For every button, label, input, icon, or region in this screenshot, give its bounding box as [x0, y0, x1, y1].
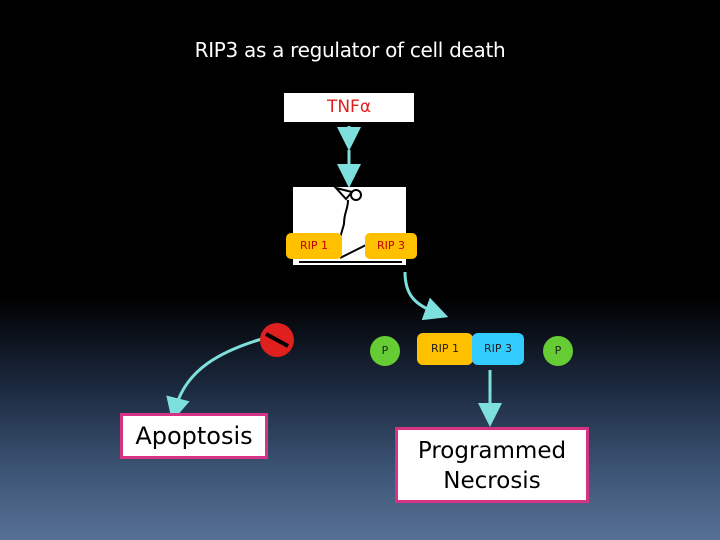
phosphate-badge: P: [543, 336, 573, 366]
necrosis-line-2: Necrosis: [443, 468, 541, 494]
programmed-necrosis-box: Programmed Necrosis: [395, 427, 589, 503]
rip3-complex-label: RIP 3: [365, 233, 417, 259]
rip3-necrosome-label: RIP 3: [472, 333, 524, 365]
necrosis-line-1: Programmed: [417, 438, 567, 464]
phosphate-badge: P: [370, 336, 400, 366]
apoptosis-box: Apoptosis: [120, 413, 268, 459]
tnf-alpha-box: TNFα: [284, 93, 414, 122]
curved-arrow-icon: [403, 271, 449, 321]
rip1-necrosome-label: RIP 1: [417, 333, 473, 365]
slide-title: RIP3 as a regulator of cell death: [194, 38, 506, 62]
inhibition-icon: [260, 323, 294, 357]
receptor-icon: [299, 186, 402, 263]
curved-arrow-icon: [166, 334, 273, 422]
rip1-complex-label: RIP 1: [286, 233, 342, 259]
